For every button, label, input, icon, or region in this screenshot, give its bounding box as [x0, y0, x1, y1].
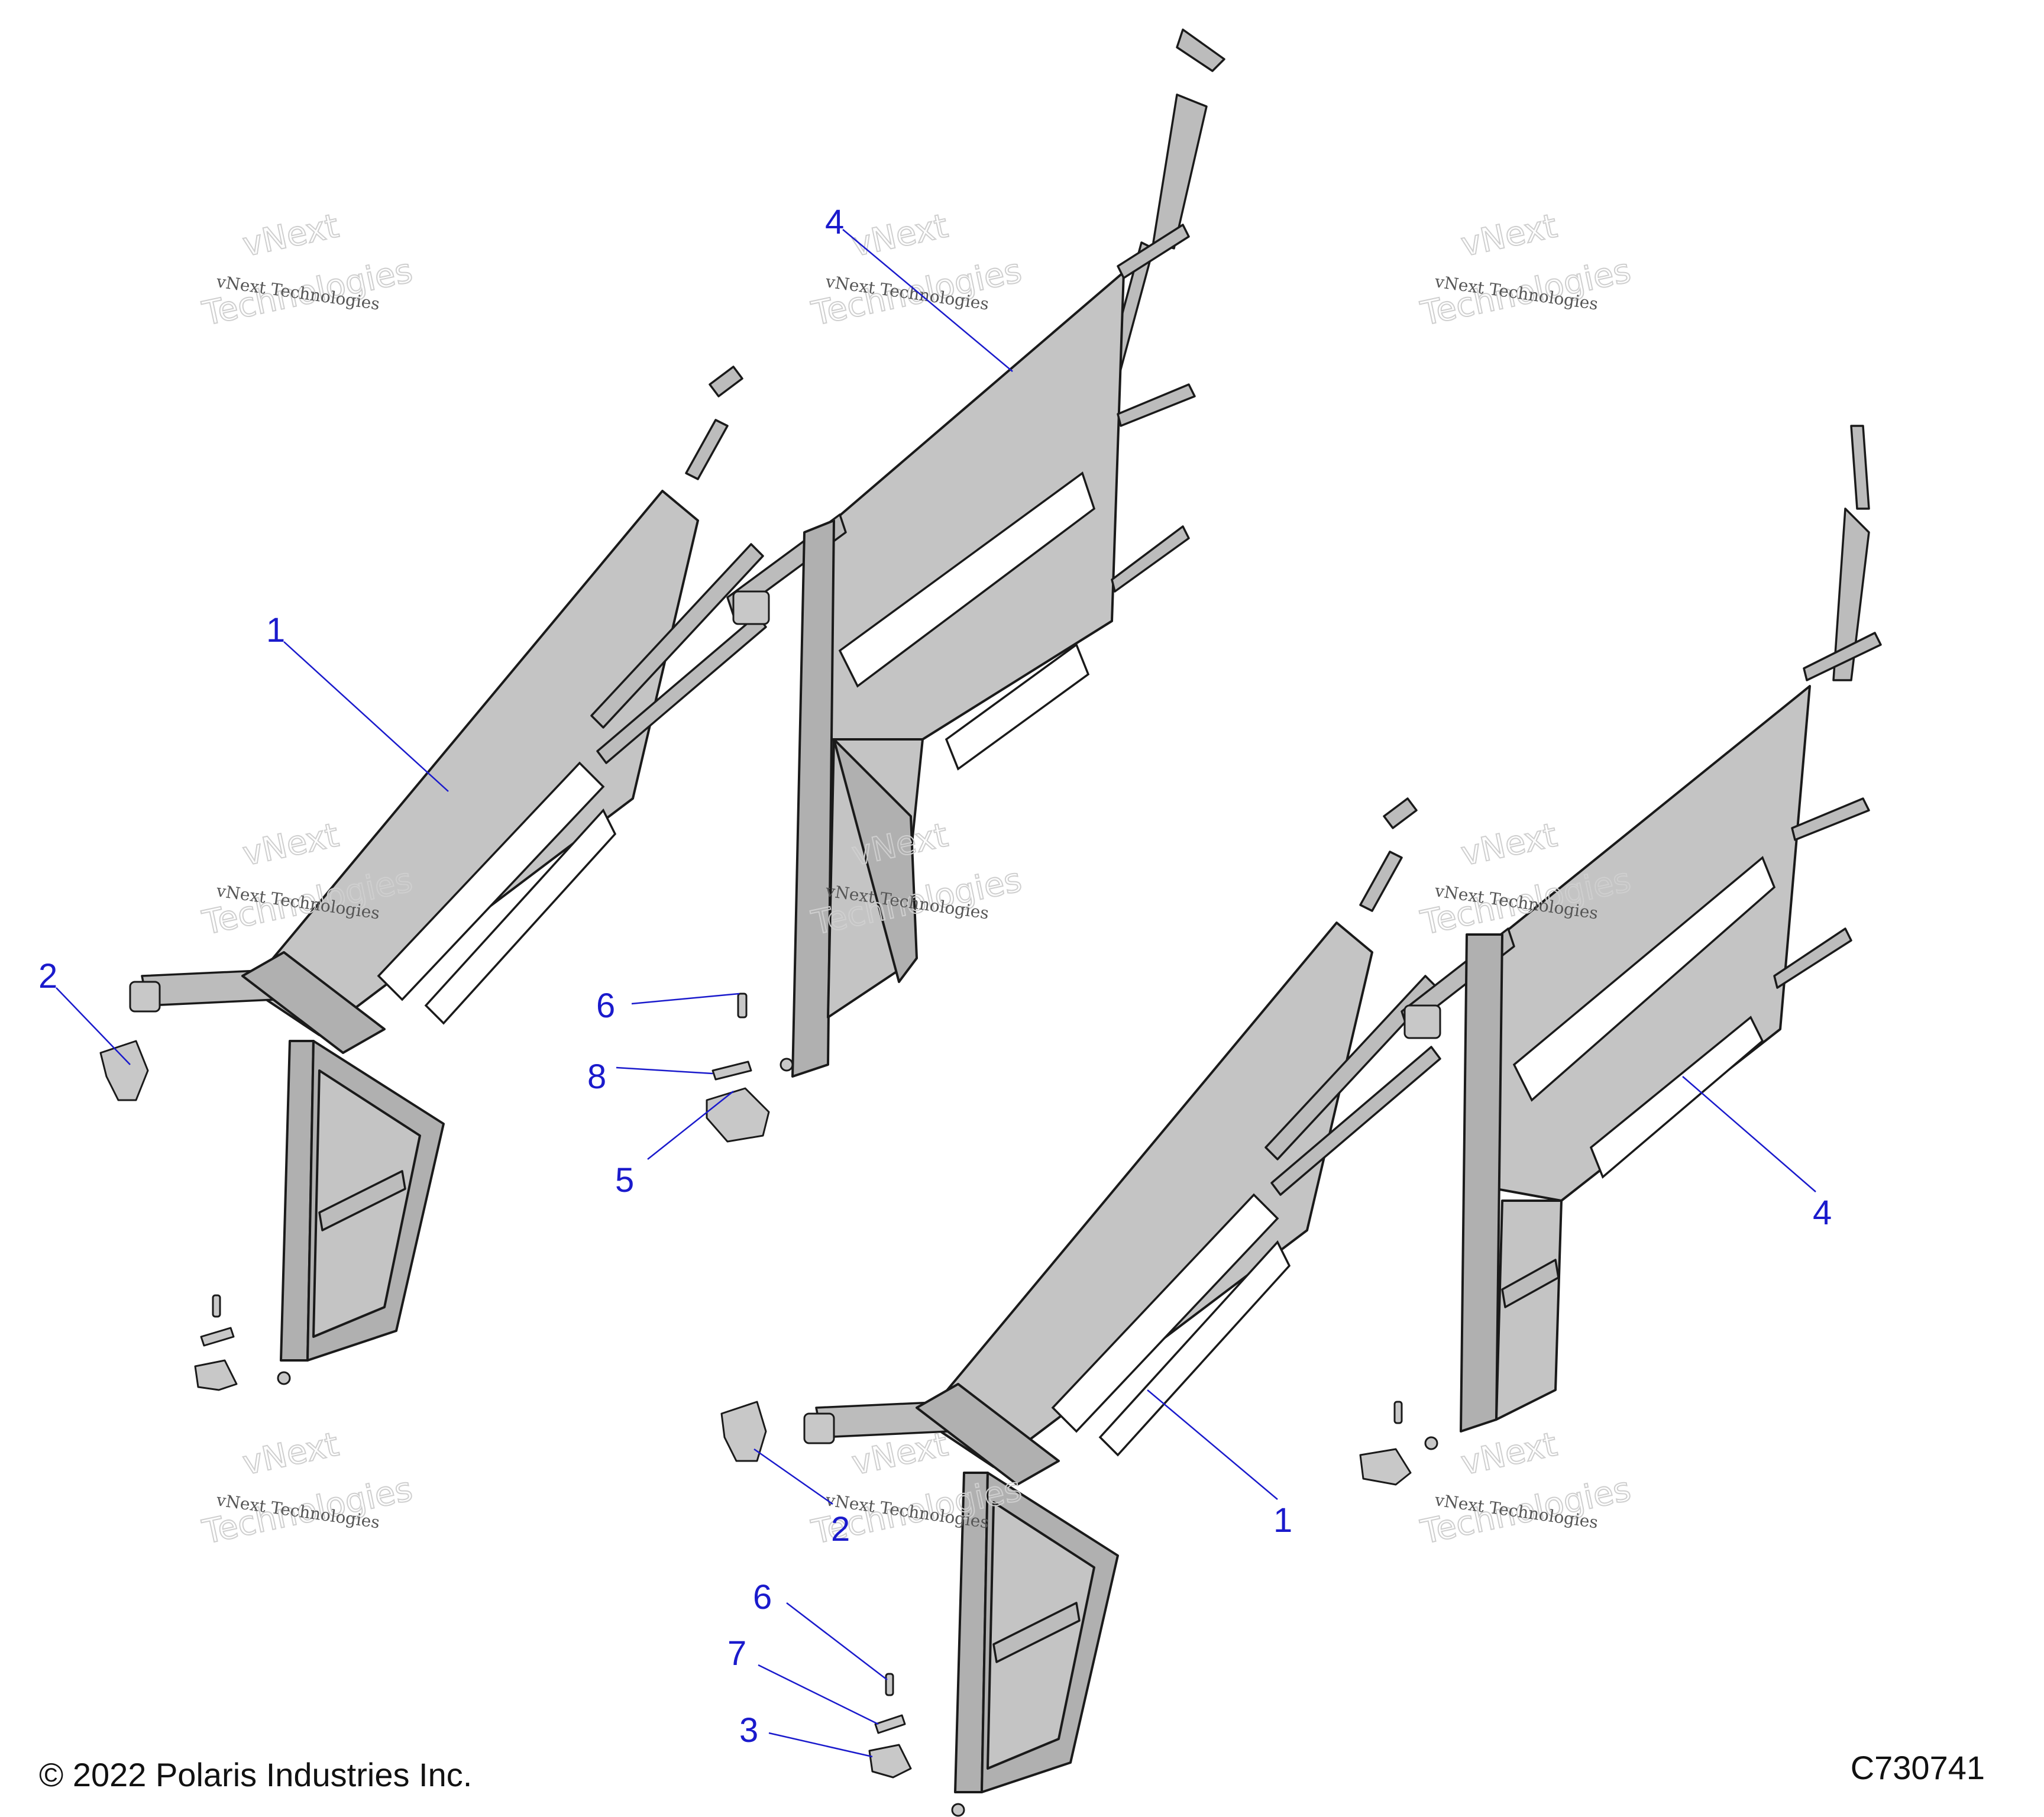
clip-upper	[711, 1061, 752, 1081]
leader-lines	[56, 229, 1816, 1758]
watermark-vnext: vNext	[240, 1425, 342, 1483]
hinge-bracket-upper	[706, 1087, 770, 1143]
callout-1: 1	[1273, 1501, 1292, 1540]
clip-lower	[874, 1714, 906, 1734]
screw-left	[212, 1294, 221, 1318]
hinge-bracket-right	[1359, 1448, 1412, 1486]
door-net-panel-middle-upper	[726, 28, 1225, 1078]
watermark-vnext: vNext	[1458, 1425, 1561, 1483]
hinge-cover-lower	[720, 1401, 767, 1462]
watermark-vnext: vNext	[849, 206, 952, 264]
watermark-vnext: vNext	[1458, 206, 1561, 264]
hinge-bracket-left	[194, 1359, 238, 1391]
callout-4: 4	[825, 203, 844, 241]
watermark-vnext: vNext	[1458, 816, 1561, 874]
callout-2: 2	[831, 1510, 850, 1548]
watermark-vnext: vNext	[240, 816, 342, 874]
hinge-bracket-lower	[868, 1744, 912, 1779]
screw-upper	[737, 992, 748, 1019]
screw-right	[1393, 1401, 1403, 1424]
callout-3: 3	[739, 1711, 758, 1750]
callout-2: 2	[38, 957, 57, 995]
door-net-panel-left-upper	[129, 366, 767, 1385]
door-net-panel-right	[1401, 425, 1882, 1450]
callout-1: 1	[266, 611, 285, 649]
clip-left	[200, 1327, 235, 1347]
callout-labels: 1 2 4 6 8 5 4 2 1 6 7 3	[38, 203, 1832, 1750]
callout-7: 7	[727, 1634, 746, 1673]
callout-8: 8	[587, 1058, 606, 1096]
callout-6: 6	[596, 987, 615, 1025]
copyright-notice: © 2022 Polaris Industries Inc.	[39, 1756, 473, 1793]
callout-5: 5	[615, 1161, 634, 1200]
screw-lower	[885, 1673, 894, 1696]
hinge-cover-upper	[99, 1040, 149, 1101]
callout-6: 6	[753, 1578, 772, 1616]
watermark-vnext: vNext	[240, 206, 342, 264]
drawing-number: C730741	[1850, 1749, 1985, 1786]
callout-4: 4	[1813, 1194, 1832, 1232]
